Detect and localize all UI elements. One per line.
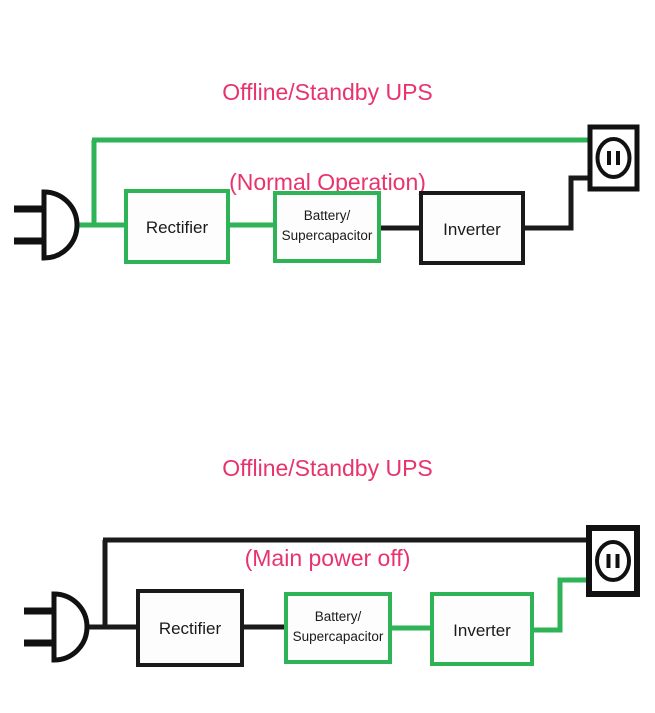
diagram-1-title-line-2: (Normal Operation) (229, 169, 426, 195)
block-rectifier-1-label: Rectifier (146, 218, 209, 237)
block-inverter-2[interactable]: Inverter (430, 592, 534, 666)
block-rectifier-1[interactable]: Rectifier (124, 189, 230, 264)
block-rectifier-2-label: Rectifier (159, 619, 222, 638)
block-inverter-1[interactable]: Inverter (419, 191, 525, 265)
block-battery-1-label-line-1: Battery/ (304, 208, 351, 223)
power-plug-icon-2 (24, 591, 90, 663)
diagram-2-title-line-2: (Main power off) (244, 545, 411, 571)
block-battery-2[interactable]: Battery/ Supercapacitor (284, 592, 392, 664)
power-outlet-icon-2 (586, 525, 640, 597)
wire-inverter-to-outlet-2 (530, 577, 592, 633)
block-battery-1-label-line-2: Supercapacitor (282, 228, 373, 243)
power-plug-icon-1 (14, 189, 80, 261)
block-rectifier-2[interactable]: Rectifier (136, 589, 244, 667)
diagram-1-wiring (62, 137, 592, 231)
block-battery-1[interactable]: Battery/ Supercapacitor (273, 191, 381, 263)
power-outlet-icon-1 (587, 124, 640, 192)
block-battery-2-label-line-2: Supercapacitor (293, 629, 384, 644)
diagram-2-title-line-1: Offline/Standby UPS (222, 455, 433, 481)
diagram-1-title: Offline/Standby UPS (Normal Operation) (0, 17, 655, 257)
block-inverter-1-label: Inverter (443, 220, 501, 239)
wire-inverter-to-outlet-1 (521, 175, 592, 231)
block-battery-2-label-line-1: Battery/ (315, 609, 362, 624)
diagram-2-title: Offline/Standby UPS (Main power off) (0, 393, 655, 633)
diagram-1-title-line-1: Offline/Standby UPS (222, 79, 433, 105)
block-inverter-2-label: Inverter (453, 621, 511, 640)
